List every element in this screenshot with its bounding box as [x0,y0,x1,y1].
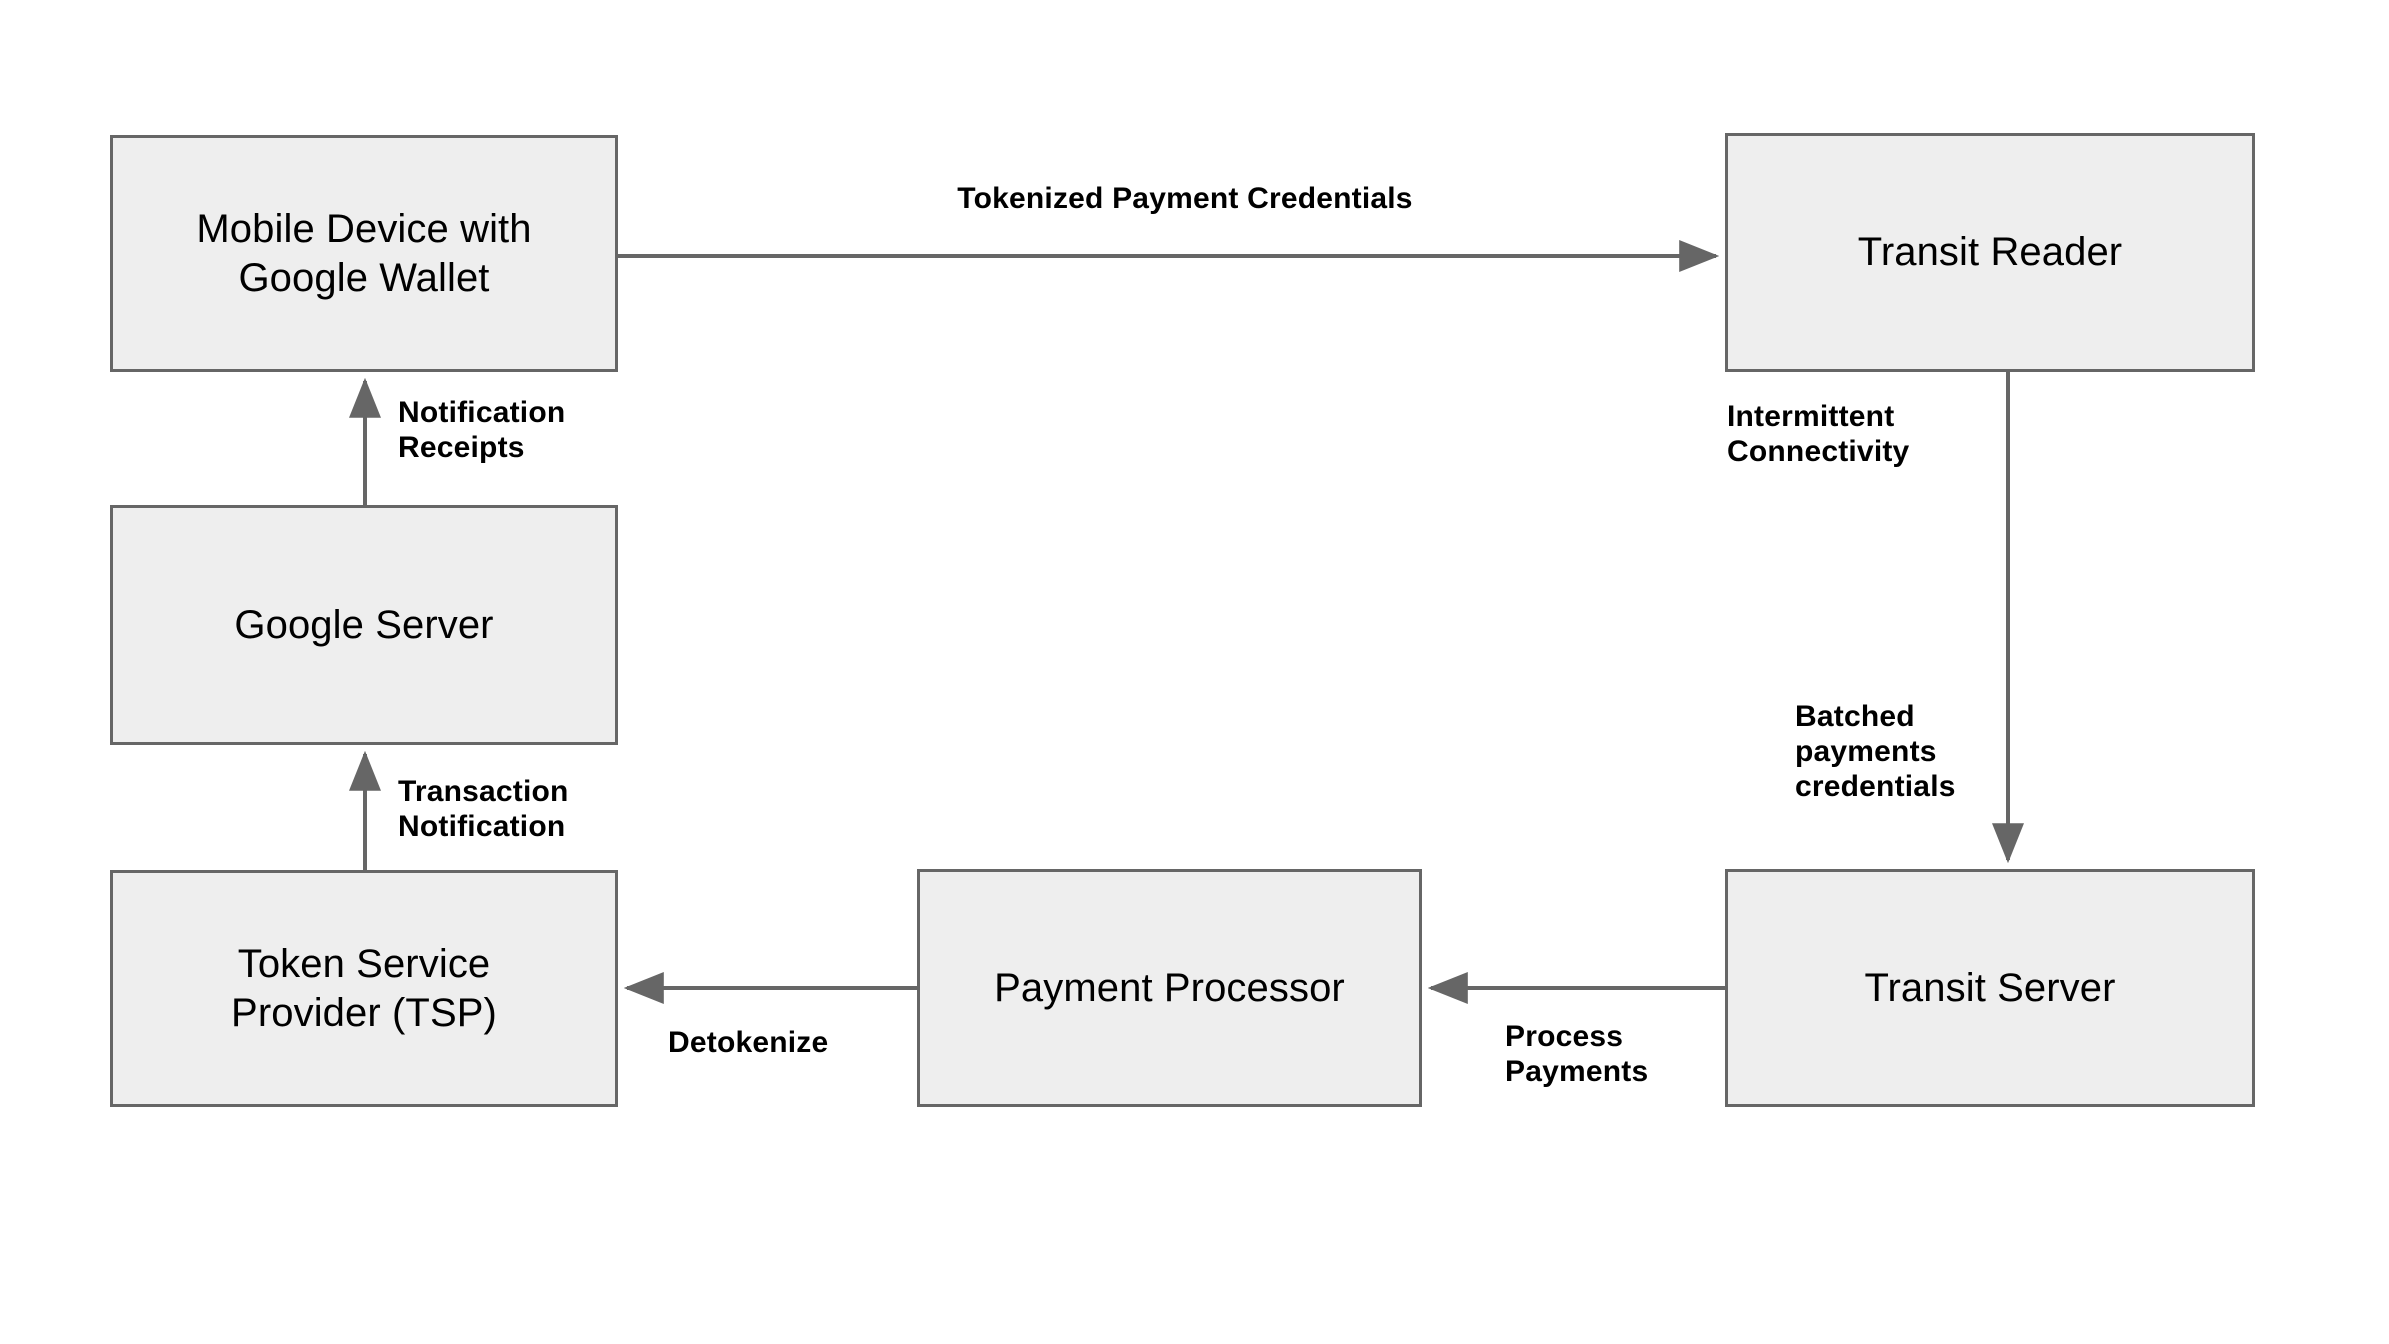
node-transit-reader[interactable]: Transit Reader [1725,133,2255,372]
node-transit-reader-label: Transit Reader [1857,230,2123,275]
node-transit-server[interactable]: Transit Server [1725,869,2255,1107]
edge-label-batched-payments-credentials: Batched payments credentials [1795,700,1956,803]
node-token-service-provider[interactable]: Token Service Provider (TSP) [110,870,618,1107]
edge-label-tokenized-payment-credentials: Tokenized Payment Credentials [957,182,1413,215]
edge-label-process-payments: Process Payments [1505,1020,1649,1088]
node-transit-server-label: Transit Server [1864,965,2116,1010]
node-mobile-device-label: Mobile Device with Google Wallet [196,206,532,300]
edge-label-detokenize: Detokenize [668,1026,829,1059]
node-google-server-label: Google Server [234,602,494,647]
node-payment-processor[interactable]: Payment Processor [917,869,1422,1107]
edge-label-intermittent-connectivity: Intermittent Connectivity [1727,400,1910,468]
node-google-server[interactable]: Google Server [110,505,618,745]
edge-label-notification-receipts: Notification Receipts [398,396,566,464]
node-mobile-device[interactable]: Mobile Device with Google Wallet [110,135,618,372]
node-payment-processor-label: Payment Processor [994,965,1345,1010]
node-token-service-provider-label: Token Service Provider (TSP) [231,941,497,1035]
edge-label-transaction-notification: Transaction Notification [398,775,569,843]
